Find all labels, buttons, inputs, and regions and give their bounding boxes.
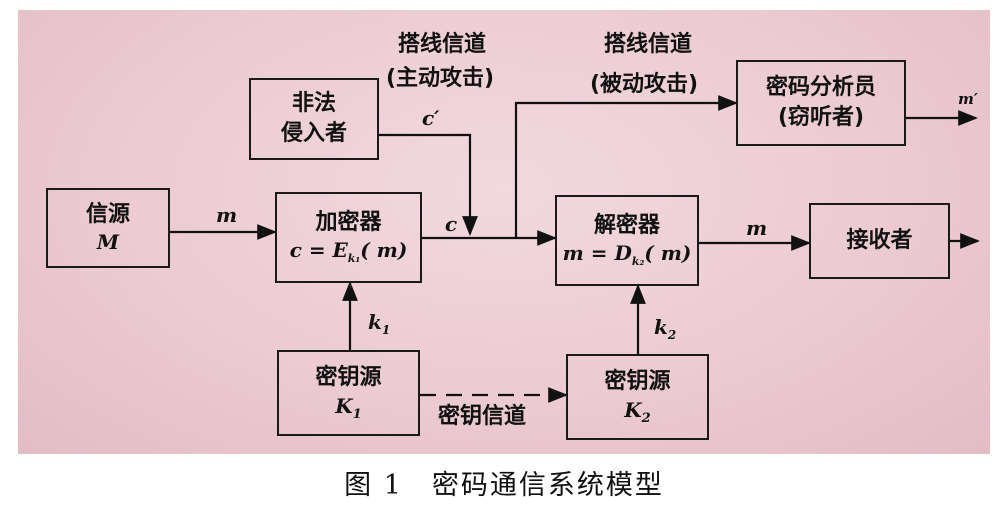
- passive-tap-sublabel: (被动攻击): [590, 72, 699, 97]
- key-source-1-block: 密钥源 K1: [277, 350, 420, 436]
- receiver-label: 接收者: [846, 228, 913, 254]
- source-block: 信源 M: [46, 188, 170, 268]
- key-channel-label: 密钥信道: [438, 404, 527, 429]
- connection-lines: [170, 95, 980, 403]
- passive-tap-label: 搭线信道: [604, 32, 693, 57]
- m-label-source: m: [216, 203, 238, 227]
- encryptor-formula: c = Ek₁( m): [289, 238, 408, 266]
- receiver-block: 接收者: [809, 203, 950, 279]
- intruder-block: 非法 侵入者: [249, 78, 379, 160]
- diagram-photo: 非法 侵入者 信源 M 加密器 c = Ek₁( m) 解密器 m = Dk₂(…: [18, 10, 990, 454]
- m-label-output: m: [746, 216, 768, 240]
- encryptor-block: 加密器 c = Ek₁( m): [275, 192, 422, 283]
- active-tap-sublabel: (主动攻击): [386, 66, 495, 91]
- source-symbol: M: [96, 230, 120, 255]
- decryptor-formula: m = Dk₂( m): [562, 241, 692, 269]
- intruder-label-1: 非法: [291, 91, 336, 117]
- c-prime-label: c′: [422, 106, 440, 130]
- decryptor-label: 解密器: [593, 212, 660, 238]
- decryptor-block: 解密器 m = Dk₂( m): [555, 195, 699, 286]
- analyst-block: 密码分析员 (窃听者): [736, 60, 906, 146]
- key-source-2-label: 密钥源: [604, 368, 671, 394]
- arrow-tap-to-analyst: [514, 95, 738, 238]
- k1-label: k1: [368, 310, 391, 337]
- analyst-label: 密码分析员: [765, 75, 876, 101]
- active-tap-label: 搭线信道: [398, 32, 487, 57]
- key-source-1-symbol: K1: [335, 393, 362, 422]
- c-label: c: [445, 212, 458, 236]
- encryptor-label: 加密器: [315, 209, 382, 235]
- m-prime-label: m′: [958, 90, 978, 108]
- intruder-label-2: 侵入者: [280, 121, 347, 146]
- key-source-2-symbol: K2: [624, 397, 651, 426]
- key-source-1-label: 密钥源: [315, 364, 382, 390]
- key-source-2-block: 密钥源 K2: [566, 354, 709, 440]
- analyst-sublabel: (窃听者): [777, 105, 865, 130]
- figure-caption: 图 1 密码通信系统模型: [344, 470, 664, 501]
- k2-label: k2: [654, 315, 677, 342]
- arrow-intruder-to-channel: [378, 133, 478, 236]
- source-label: 信源: [85, 201, 130, 227]
